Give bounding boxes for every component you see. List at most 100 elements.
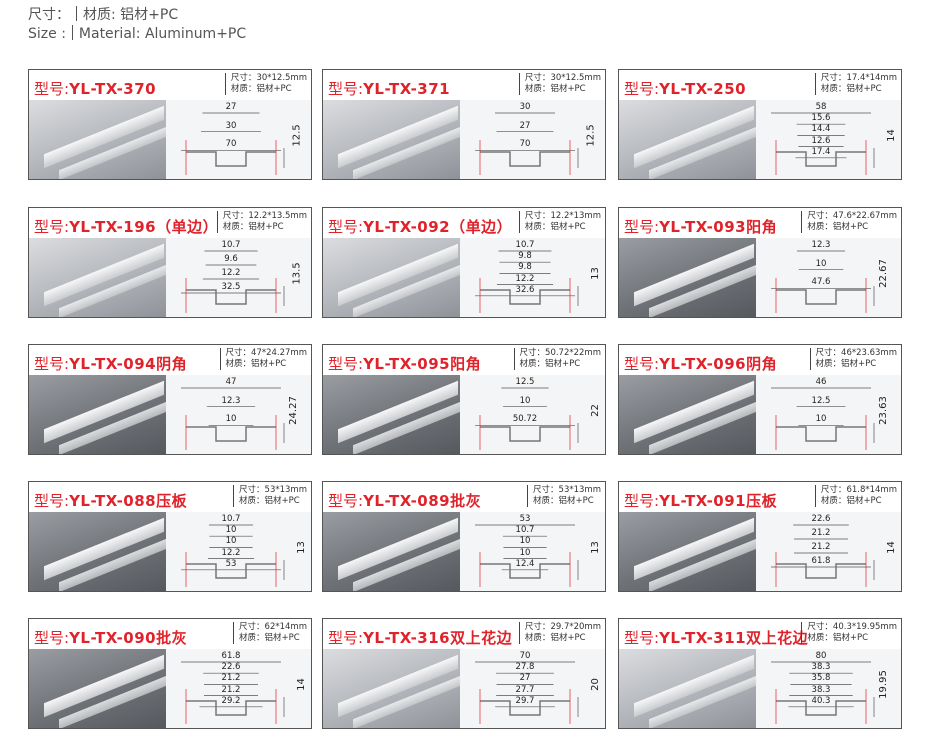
profile-drawing [181, 524, 285, 587]
product-card[interactable]: 型号:YL-TX-094阴角 尺寸：47*24.27mm 材质：铝材+PC 47… [28, 344, 312, 455]
product-photo [29, 375, 169, 454]
product-photo [323, 238, 463, 317]
height-dimension: 14 [886, 129, 898, 142]
dimension-label: 38.3 [811, 684, 831, 695]
model-number: YL-TX-370 [69, 80, 157, 98]
size-value: 47*24.27mm [251, 348, 307, 358]
product-card[interactable]: 型号:YL-TX-091压板 尺寸：61.8*14mm 材质：铝材+PC 22.… [618, 481, 902, 592]
dimension-label: 70 [519, 651, 531, 661]
profile-outline [776, 151, 866, 167]
product-card[interactable]: 型号:YL-TX-316双上花边 尺寸：29.7*20mm 材质：铝材+PC 7… [322, 618, 606, 729]
material-value: 铝材+PC [846, 84, 882, 94]
dimension-label: 12.2 [221, 268, 241, 278]
product-photo [29, 238, 169, 317]
dimension-label: 47.6 [811, 277, 831, 288]
product-card[interactable]: 型号:YL-TX-311双上花边 尺寸：40.3*19.95mm 材质：铝材+P… [618, 618, 902, 729]
product-photo [323, 100, 463, 179]
material-value: 铝材+PC [832, 633, 869, 643]
height-dimension: 12.5 [291, 124, 303, 147]
profile-drawing [771, 661, 875, 724]
material-value: 铝材+PC [841, 359, 877, 369]
dimension-label: 27.7 [515, 684, 535, 695]
product-photo [323, 649, 463, 728]
dimension-label: 27.8 [515, 662, 535, 673]
profile-drawing [771, 524, 875, 587]
product-title: 型号:YL-TX-250 [624, 80, 747, 98]
dimension-label: 10.7 [515, 240, 535, 250]
product-photo [29, 649, 169, 728]
size-value: 46*23.63mm [841, 348, 897, 358]
height-dimension: 12.5 [585, 124, 597, 147]
product-card[interactable]: 型号:YL-TX-196（单边） 尺寸：12.2*13.5mm 材质：铝材+PC… [28, 207, 312, 318]
size-value: 62*14mm [264, 622, 307, 632]
size-value: 53*13mm [264, 485, 307, 495]
height-dimension: 23.63 [878, 396, 890, 425]
dimension-label: 58 [815, 102, 827, 112]
material-value: 铝材+PC [550, 633, 586, 643]
product-photo [29, 512, 169, 591]
header-line-en: Size :Material: Aluminum+PC [28, 25, 246, 42]
profile-outline [186, 289, 276, 305]
dimension-label: 35.8 [811, 673, 831, 684]
material-value: 铝材+PC [550, 222, 586, 232]
model-number: YL-TX-089批灰 [363, 492, 482, 510]
dimension-label: 10 [225, 525, 237, 536]
spec-box: 尺寸：47.6*22.67mm 材质：铝材+PC [801, 211, 897, 233]
size-value: 50.72*22mm [545, 348, 601, 358]
size-value: 12.2*13mm [550, 211, 601, 221]
profile-outline [186, 700, 276, 716]
product-card[interactable]: 型号:YL-TX-095阳角 尺寸：50.72*22mm 材质：铝材+PC 12… [322, 344, 606, 455]
height-dimension: 24.27 [288, 396, 300, 425]
product-title: 型号:YL-TX-092（单边） [328, 218, 513, 236]
material-value: 铝材+PC [248, 222, 284, 232]
dimension-label: 47 [225, 377, 237, 387]
model-number: YL-TX-371 [363, 80, 451, 98]
dimension-label: 29.7 [515, 695, 535, 706]
dimension-label: 38.3 [811, 662, 831, 673]
profile-drawing [771, 112, 875, 175]
dimension-label: 14.4 [811, 124, 831, 135]
material-value: 铝材+PC [558, 496, 594, 506]
product-card[interactable]: 型号:YL-TX-092（单边） 尺寸：12.2*13mm 材质：铝材+PC 1… [322, 207, 606, 318]
profile-drawing [771, 387, 875, 450]
profile-outline [480, 700, 570, 716]
model-number: YL-TX-090批灰 [69, 629, 188, 647]
height-dimension: 22 [590, 404, 602, 417]
profile-drawing [181, 661, 285, 724]
product-title: 型号:YL-TX-096阴角 [624, 355, 778, 373]
profile-outline [776, 700, 866, 716]
profile-outline [186, 426, 276, 442]
product-card[interactable]: 型号:YL-TX-096阴角 尺寸：46*23.63mm 材质：铝材+PC 46… [618, 344, 902, 455]
height-dimension: 13 [296, 541, 308, 554]
size-value: 30*12.5mm [550, 73, 601, 83]
spec-box: 尺寸：53*13mm 材质：铝材+PC [233, 485, 307, 507]
size-value: 53*13mm [558, 485, 601, 495]
dimension-label: 30 [519, 102, 531, 112]
dimension-label: 27 [225, 102, 237, 112]
size-value: 30*12.5mm [256, 73, 307, 83]
model-number: YL-TX-091压板 [659, 492, 778, 510]
product-photo [29, 100, 169, 179]
material-value: 铝材+PC [264, 633, 300, 643]
dimension-label: 70 [225, 139, 237, 150]
dimension-label: 32.5 [221, 282, 241, 292]
profile-drawing [475, 387, 579, 450]
dimension-label: 29.2 [221, 695, 241, 706]
dimension-label: 9.8 [518, 251, 532, 262]
product-card[interactable]: 型号:YL-TX-093阳角 尺寸：47.6*22.67mm 材质：铝材+PC … [618, 207, 902, 318]
profile-outline [480, 151, 570, 167]
